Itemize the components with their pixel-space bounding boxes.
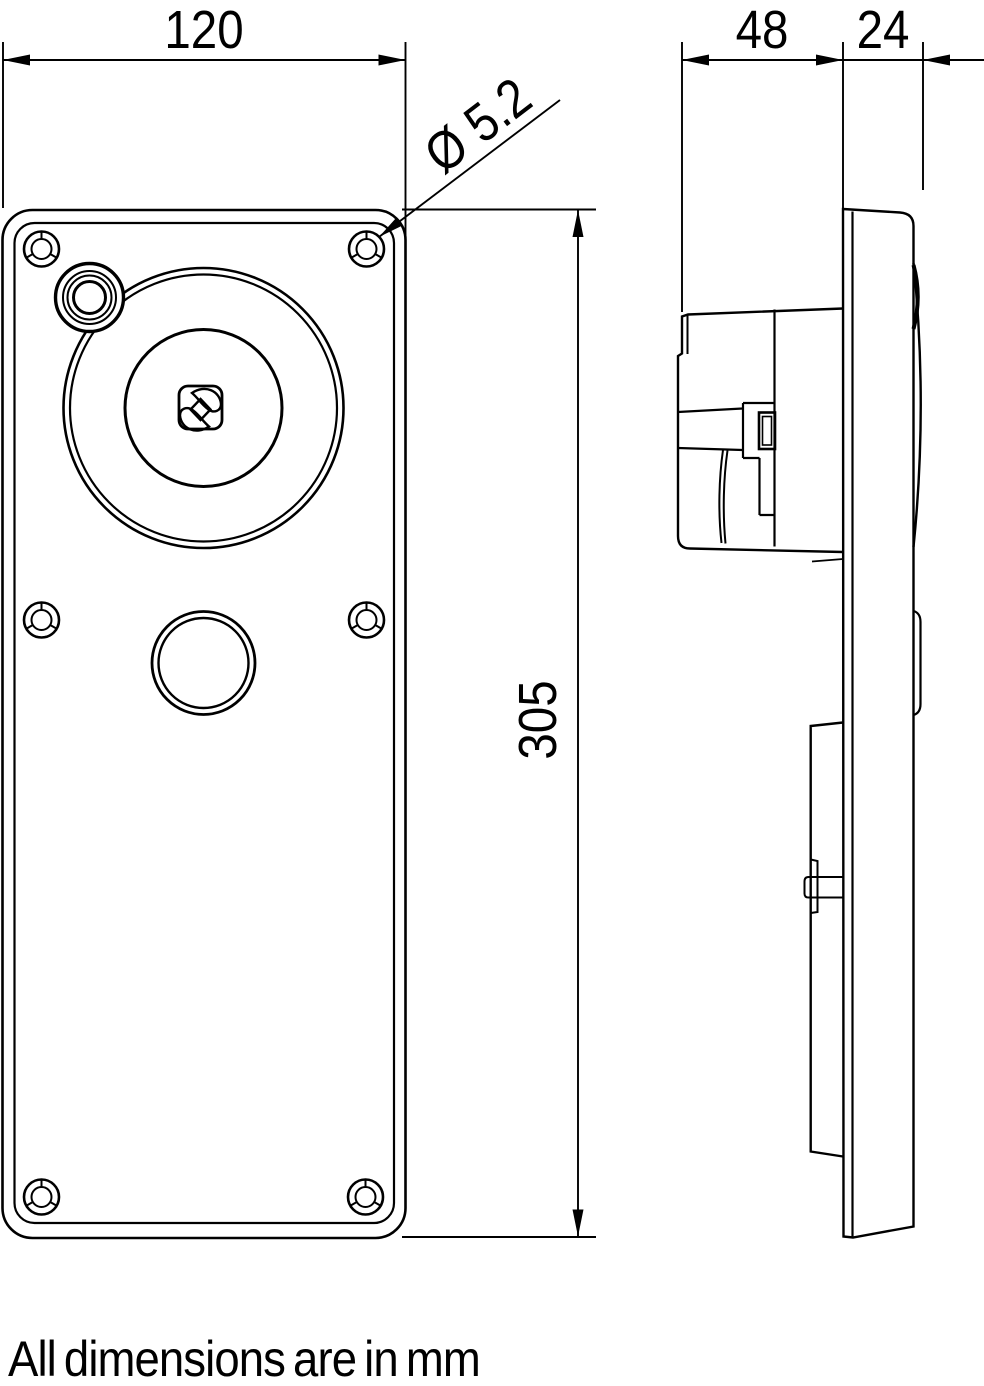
release-button [150, 610, 257, 716]
dimension-front-height: 305 [402, 208, 596, 1238]
arrowhead [572, 1209, 584, 1237]
side-plate-outline [841, 207, 915, 1239]
screw-mid-right [347, 601, 386, 639]
side-button-profile [913, 609, 922, 717]
dimension-side-depth-body-label: 48 [736, 0, 789, 60]
dimension-side-depth-plate-label: 24 [857, 0, 910, 60]
screw-mid-left [22, 601, 61, 639]
side-grommet-profile [911, 264, 920, 330]
arrowhead [3, 54, 30, 66]
front-view [1, 208, 407, 1240]
side-terminal-window [757, 411, 777, 451]
dimension-hole-diameter-label: Ø 5.2 [413, 66, 542, 185]
screw-top-left [22, 230, 61, 268]
screw-bottom-right [346, 1178, 385, 1216]
arrowhead [682, 54, 709, 66]
arrowhead [378, 54, 406, 66]
dimension-side-depths: 48 24 [681, 0, 984, 312]
dimension-front-width-label: 120 [164, 0, 243, 60]
side-view [676, 207, 922, 1239]
brand-logo-icon [177, 384, 224, 432]
dimension-front-width: 120 [2, 0, 407, 310]
side-rear-housing [676, 307, 844, 563]
front-housing-outline [1, 208, 407, 1240]
dimension-annotations: 120 305 48 24 Ø 5.2 [2, 0, 984, 1238]
grommet [53, 261, 126, 334]
arrowhead [816, 54, 843, 66]
units-note: All dimensions are in mm [8, 1331, 481, 1386]
magnet-face-circles [62, 266, 345, 550]
dimension-front-height-label: 305 [507, 680, 568, 759]
screw-top-right [347, 230, 386, 268]
front-faceplate-outline [13, 221, 396, 1225]
arrowhead [923, 54, 950, 66]
side-lower-bracket [803, 721, 844, 1158]
arrowhead [379, 217, 403, 237]
screw-bottom-left [22, 1178, 61, 1216]
side-cable [718, 449, 724, 544]
side-bracket-screw [803, 876, 811, 899]
arrowhead [572, 210, 584, 237]
